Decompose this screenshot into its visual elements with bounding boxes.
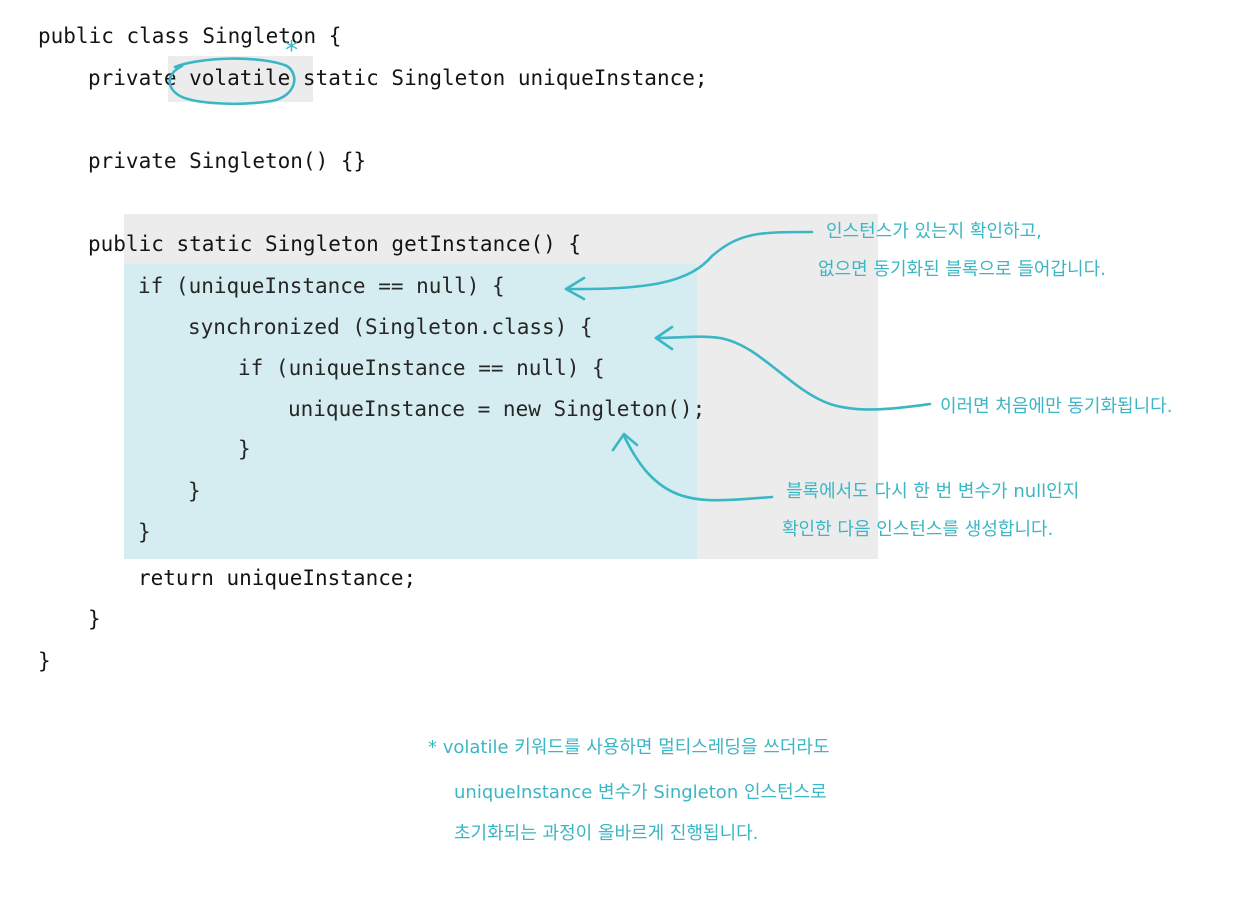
- volatile-asterisk-mark: *: [285, 36, 298, 66]
- code-line-close-class: }: [38, 649, 51, 673]
- code-line-return: return uniqueInstance;: [138, 566, 417, 590]
- code-line-field-decl: private volatile static Singleton unique…: [88, 66, 708, 90]
- annotation-note-3-line-2: 확인한 다음 인스턴스를 생성합니다.: [782, 519, 1054, 540]
- code-line-synchronized: synchronized (Singleton.class) {: [188, 315, 593, 339]
- annotation-note-1-line-2: 없으면 동기화된 블록으로 들어갑니다.: [818, 259, 1106, 280]
- code-line-second-check: if (uniqueInstance == null) {: [238, 356, 605, 380]
- code-line-constructor: private Singleton() {}: [88, 149, 367, 173]
- annotation-note-1-line-1: 인스턴스가 있는지 확인하고,: [826, 221, 1042, 242]
- code-line-first-check: if (uniqueInstance == null) {: [138, 274, 505, 298]
- annotation-note-2: 이러면 처음에만 동기화됩니다.: [940, 396, 1173, 417]
- footnote-line-1: * volatile 키워드를 사용하면 멀티스레딩을 쓰더라도: [428, 737, 830, 758]
- footnote-line-2: uniqueInstance 변수가 Singleton 인스턴스로: [454, 782, 827, 803]
- annotation-note-3-line-1: 블록에서도 다시 한 번 변수가 null인지: [786, 481, 1080, 502]
- code-line-instantiate: uniqueInstance = new Singleton();: [288, 397, 706, 421]
- double-check-blue-highlight: [124, 264, 697, 559]
- code-line-close-sync: }: [188, 479, 201, 503]
- footnote-line-3: 초기화되는 과정이 올바르게 진행됩니다.: [454, 823, 759, 844]
- code-line-close-method: }: [88, 607, 101, 631]
- code-line-class-decl: public class Singleton {: [38, 24, 342, 48]
- code-line-close-if-outer: }: [138, 520, 151, 544]
- code-line-method-decl: public static Singleton getInstance() {: [88, 232, 582, 256]
- code-line-close-if-inner: }: [238, 437, 251, 461]
